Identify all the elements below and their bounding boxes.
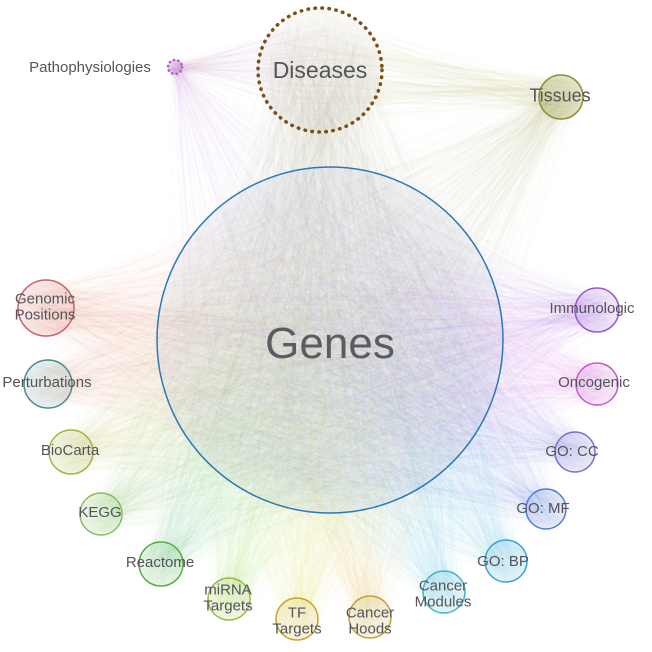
node-diseases-circle[interactable]: [256, 6, 384, 134]
node-cancer-modules-circle[interactable]: [422, 570, 466, 614]
node-reactome-circle[interactable]: [138, 541, 184, 587]
node-cancer-hoods-circle[interactable]: [348, 595, 392, 639]
node-mirna-targets-circle[interactable]: [207, 577, 251, 621]
node-tissues-circle[interactable]: [538, 74, 584, 120]
node-go-mf-circle[interactable]: [525, 488, 567, 530]
node-go-bp-circle[interactable]: [484, 539, 528, 583]
node-kegg-circle[interactable]: [79, 492, 123, 536]
node-oncogenic-circle[interactable]: [575, 362, 619, 406]
node-tf-targets-circle[interactable]: [275, 597, 319, 641]
node-genomic-positions-circle[interactable]: [17, 279, 75, 337]
node-go-cc-circle[interactable]: [554, 431, 596, 473]
node-pathophysiologies-circle[interactable]: [166, 58, 184, 76]
node-perturbations-circle[interactable]: [23, 359, 73, 409]
node-biocarta-circle[interactable]: [48, 429, 94, 475]
node-immunologic-circle[interactable]: [574, 287, 620, 333]
node-genes-circle[interactable]: [156, 166, 504, 514]
